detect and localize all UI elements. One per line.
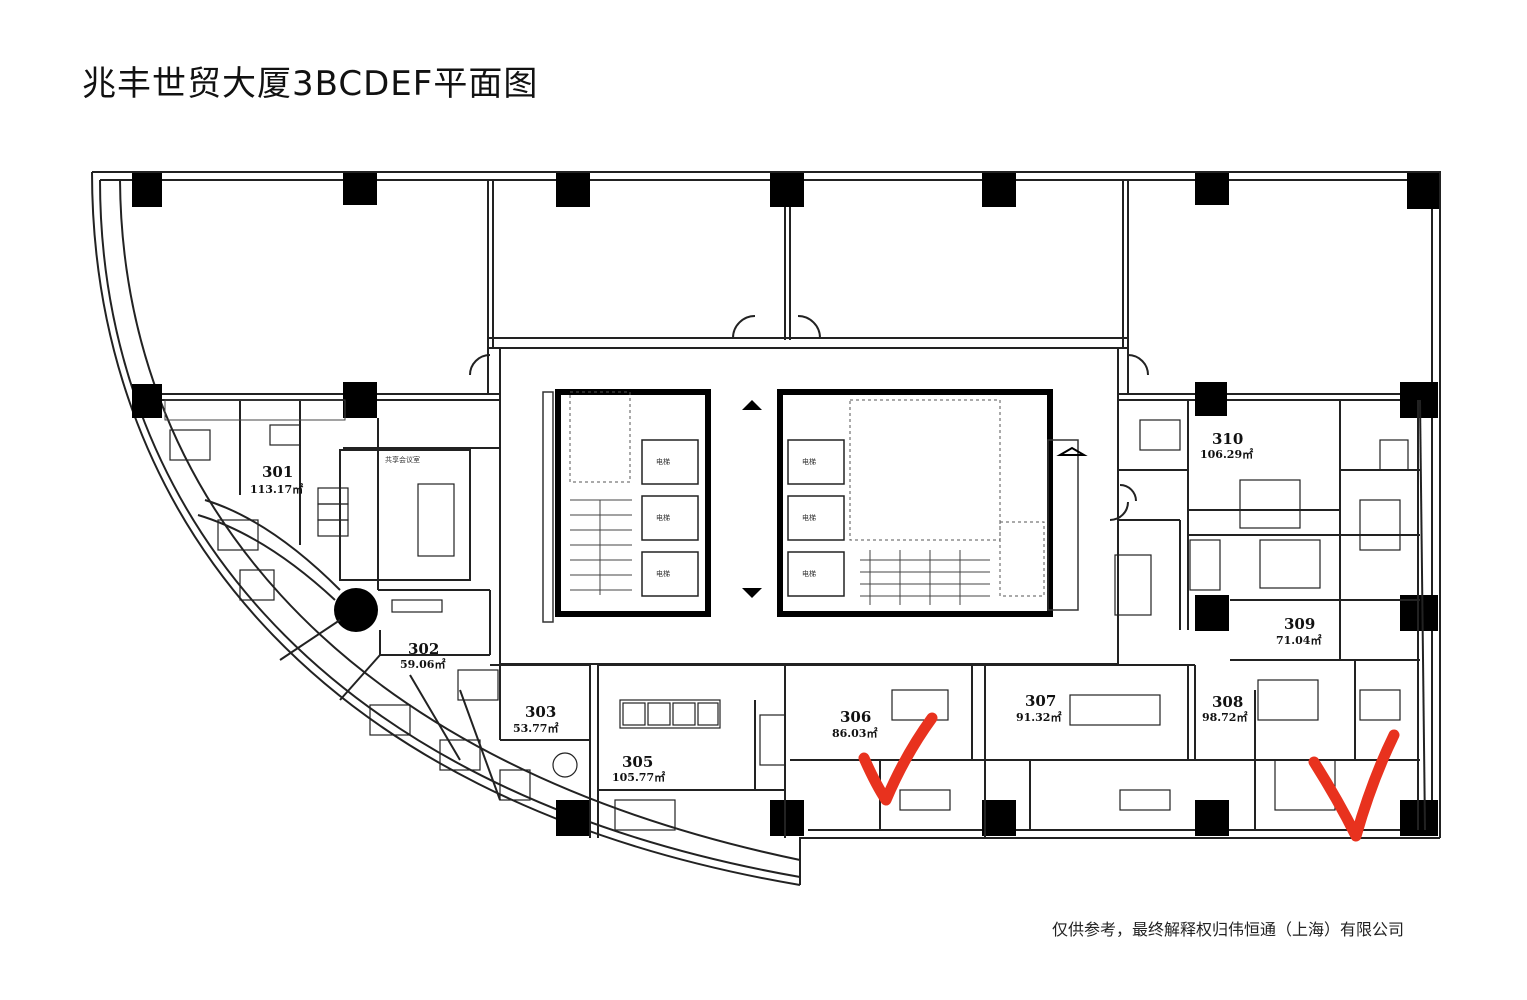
elevator-label: 电梯 [802, 513, 816, 522]
stair-right [860, 550, 990, 605]
elevator-label: 电梯 [656, 457, 670, 466]
room-number: 307 [1025, 692, 1056, 710]
disclaimer-footer: 仅供参考，最终解释权归伟恒通（上海）有限公司 [1052, 920, 1405, 939]
room-number: 306 [840, 708, 871, 726]
room-number: 303 [525, 703, 556, 721]
elevator-label: 电梯 [656, 513, 670, 522]
elevator-label: 电梯 [802, 457, 816, 466]
room-area: 86.03㎡ [832, 726, 877, 740]
room-number: 302 [408, 640, 439, 658]
checkmarks [858, 712, 1400, 842]
elevator-label: 电梯 [656, 569, 670, 578]
room-area: 91.32㎡ [1016, 710, 1061, 724]
room-labels: 301 113.17㎡ 302 59.06㎡ 303 53.77㎡ 305 10… [250, 430, 1321, 784]
room-303: 303 53.77㎡ [513, 703, 558, 735]
page-title: 兆丰世贸大厦3BCDEF平面图 [82, 64, 539, 104]
room-area: 59.06㎡ [400, 657, 445, 671]
room-area: 71.04㎡ [1276, 633, 1321, 647]
top-partitions [140, 180, 1420, 401]
right-wing-partitions [785, 399, 1426, 838]
room-number: 309 [1284, 615, 1315, 633]
room-number: 310 [1212, 430, 1243, 448]
room-number: 308 [1212, 693, 1243, 711]
room-306: 306 86.03㎡ [832, 708, 877, 740]
room-310: 310 106.29㎡ [1200, 430, 1253, 461]
room-308: 308 98.72㎡ [1202, 693, 1247, 724]
outer-walls [91, 171, 1441, 886]
meeting-room-label: 共享会议室 [385, 455, 420, 464]
central-core: 电梯 电梯 电梯 电梯 电梯 电梯 [499, 347, 1119, 665]
room-309: 309 71.04㎡ [1276, 615, 1321, 647]
room-number: 301 [262, 463, 293, 481]
room-area: 105.77㎡ [612, 770, 665, 784]
room-area: 106.29㎡ [1200, 447, 1253, 461]
structural-columns [132, 173, 1439, 836]
elevator-label: 电梯 [802, 569, 816, 578]
room-area: 113.17㎡ [250, 482, 303, 496]
room-305: 305 105.77㎡ [612, 753, 665, 784]
room-302: 302 59.06㎡ [400, 640, 445, 671]
checkmark-icon [858, 712, 938, 806]
furniture [169, 419, 1409, 831]
room-301: 301 113.17㎡ [250, 463, 303, 496]
stair-left [570, 499, 632, 595]
room-area: 53.77㎡ [513, 721, 558, 735]
checkmark-icon [1308, 729, 1400, 842]
room-area: 98.72㎡ [1202, 710, 1247, 724]
room-number: 305 [622, 753, 653, 771]
room-307: 307 91.32㎡ [1016, 692, 1061, 724]
